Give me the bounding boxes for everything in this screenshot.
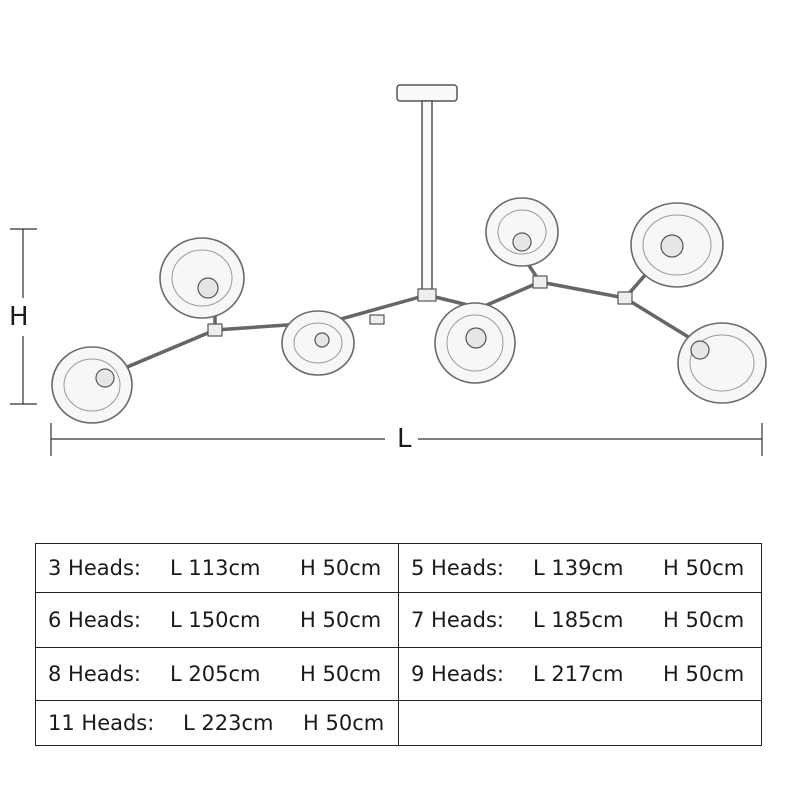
length-value: L 185cm (533, 608, 624, 632)
length-value: L 139cm (533, 556, 624, 580)
spec-cell: 11 Heads: L 223cm H 50cm (35, 700, 399, 746)
spec-cell: 9 Heads: L 217cm H 50cm (398, 647, 762, 701)
bulb-sockets (95, 232, 710, 388)
heads-count: 3 Heads: (48, 556, 141, 580)
globe-inner-contours (63, 209, 755, 412)
globe-1 (51, 346, 133, 424)
length-label: L (393, 426, 416, 452)
table-row: 6 Heads: L 150cm H 50cm 7 Heads: L 185cm… (35, 592, 762, 648)
length-value: L 205cm (170, 662, 261, 686)
chandelier-diagram (10, 84, 767, 456)
spec-cell: 6 Heads: L 150cm H 50cm (35, 592, 399, 648)
length-value: L 150cm (170, 608, 261, 632)
heads-count: 7 Heads: (411, 608, 504, 632)
spec-cell: 5 Heads: L 139cm H 50cm (398, 543, 762, 593)
spec-cell-empty (398, 700, 762, 746)
height-dimension-line (10, 228, 37, 405)
heads-count: 5 Heads: (411, 556, 504, 580)
table-row: 8 Heads: L 205cm H 50cm 9 Heads: L 217cm… (35, 647, 762, 701)
height-value: H 50cm (663, 608, 745, 632)
heads-count: 11 Heads: (48, 711, 155, 735)
arm-joints (207, 275, 633, 337)
length-value: L 223cm (183, 711, 274, 735)
ceiling-canopy (396, 84, 458, 292)
spec-cell: 3 Heads: L 113cm H 50cm (35, 543, 399, 593)
spec-cell: 8 Heads: L 205cm H 50cm (35, 647, 399, 701)
spec-cell: 7 Heads: L 185cm H 50cm (398, 592, 762, 648)
heads-count: 6 Heads: (48, 608, 141, 632)
table-row: 3 Heads: L 113cm H 50cm 5 Heads: L 139cm… (35, 543, 762, 593)
length-value: L 113cm (170, 556, 261, 580)
height-value: H 50cm (303, 711, 385, 735)
height-label: H (9, 302, 29, 332)
length-value: L 217cm (533, 662, 624, 686)
size-spec-table: 3 Heads: L 113cm H 50cm 5 Heads: L 139cm… (35, 543, 762, 746)
height-value: H 50cm (300, 608, 382, 632)
heads-count: 8 Heads: (48, 662, 141, 686)
height-value: H 50cm (663, 662, 745, 686)
length-dimension-line (50, 423, 763, 456)
globe-5 (485, 197, 559, 267)
height-value: H 50cm (663, 556, 745, 580)
heads-count: 9 Heads: (411, 662, 504, 686)
table-row: 11 Heads: L 223cm H 50cm (35, 700, 762, 746)
glass-globes (51, 197, 767, 424)
height-value: H 50cm (300, 662, 382, 686)
height-value: H 50cm (300, 556, 382, 580)
